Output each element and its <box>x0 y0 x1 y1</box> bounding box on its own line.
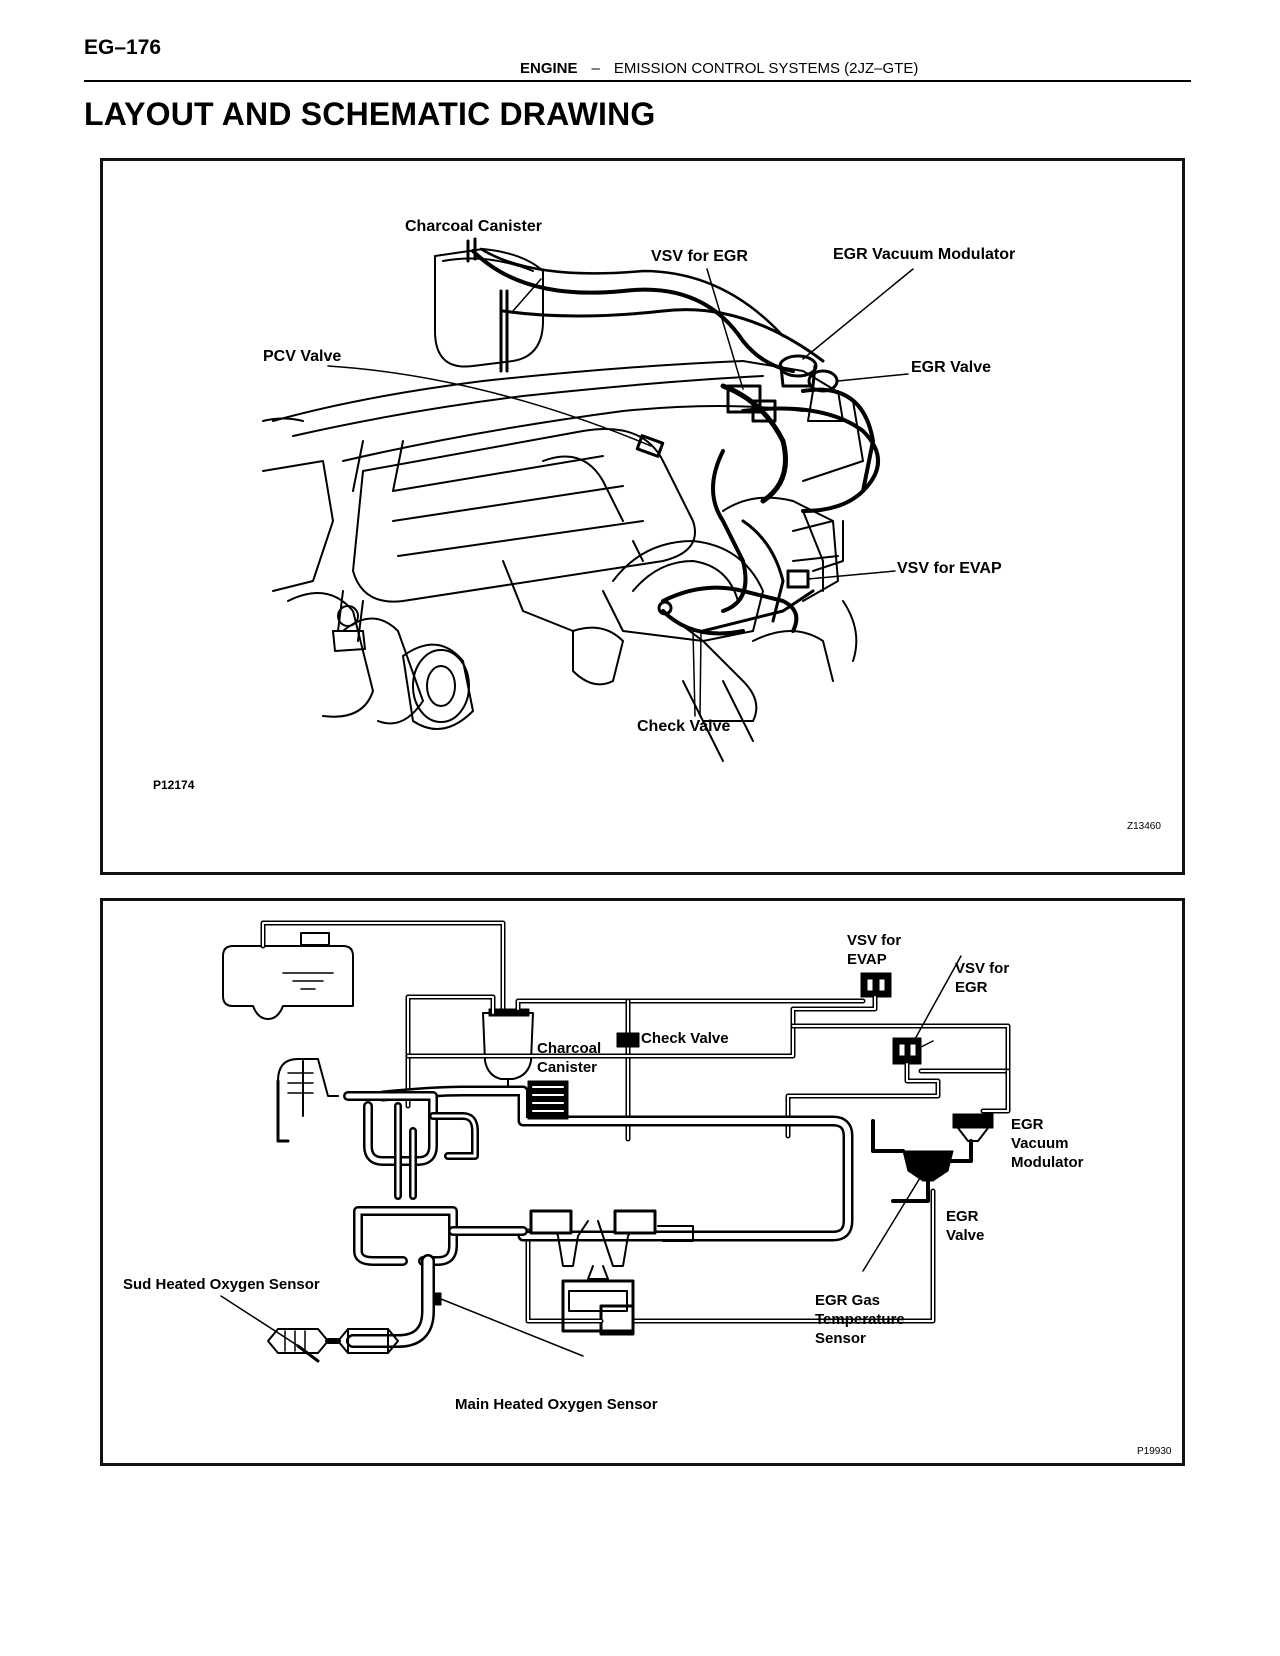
subsection-name: EMISSION CONTROL SYSTEMS (2JZ–GTE) <box>613 60 919 77</box>
label-egr-vacuum-modulator: EGR Vacuum Modulator <box>833 246 1016 263</box>
section-name: ENGINE <box>520 60 578 77</box>
label-egr-gas-temperature-sensor: EGR Gas Temperature Sensor <box>815 1292 905 1347</box>
label-charcoal-canister: Charcoal Canister <box>405 218 542 235</box>
label-vsv-for-egr: VSV for EGR <box>651 248 748 265</box>
schematic-corner-code: P19930 <box>1137 1446 1172 1457</box>
label-check-valve: Check Valve <box>637 718 731 735</box>
header-rule <box>84 80 1191 82</box>
page-number: EG–176 <box>84 36 162 59</box>
label-pcv-valve: PCV Valve <box>263 348 342 365</box>
label-egr-vacuum-modulator: EGR Vacuum Modulator <box>1011 1116 1084 1171</box>
figure-corner-code: Z13460 <box>1127 821 1161 832</box>
schematic-figure: VSV for EVAP VSV for EGR Charcoal Canist… <box>100 898 1185 1466</box>
label-charcoal-canister: Charcoal Canister <box>537 1040 602 1076</box>
header-separator: – <box>591 60 600 77</box>
figure-code: P12174 <box>153 778 195 792</box>
page-title: LAYOUT AND SCHEMATIC DRAWING <box>84 96 656 132</box>
label-egr-valve: EGR Valve <box>911 359 992 376</box>
label-vsv-for-evap: VSV for EVAP <box>897 560 1002 577</box>
label-main-heated-oxygen-sensor: Main Heated Oxygen Sensor <box>455 1396 658 1413</box>
label-vsv-for-egr: VSV for EGR <box>955 960 1010 996</box>
label-egr-valve: EGR Valve <box>946 1208 985 1244</box>
engine-layout-drawing <box>262 237 914 762</box>
schematic-drawing <box>220 920 1011 1363</box>
label-sub-heated-oxygen-sensor: Sud Heated Oxygen Sensor <box>123 1276 320 1293</box>
layout-figure: Charcoal Canister VSV for EGR EGR Vacuum… <box>100 158 1185 875</box>
running-header: ENGINE–EMISSION CONTROL SYSTEMS (2JZ–GTE… <box>520 60 918 77</box>
label-check-valve: Check Valve <box>641 1030 729 1047</box>
label-vsv-for-evap: VSV for EVAP <box>847 932 902 968</box>
